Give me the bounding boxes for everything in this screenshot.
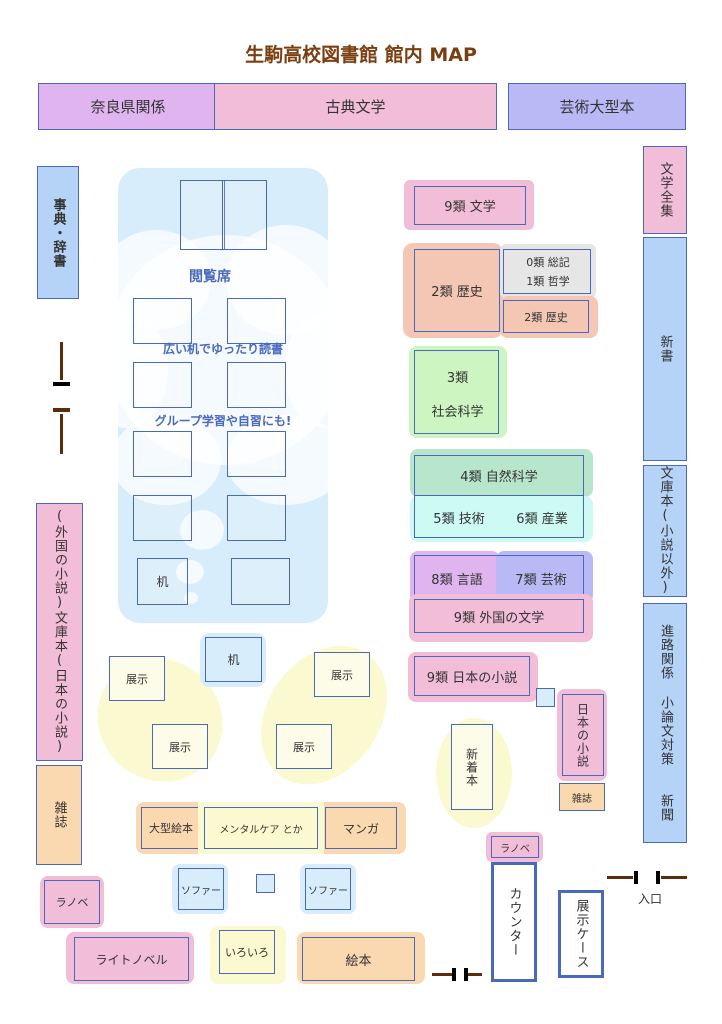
shelf-6-sangyo: 6類 産業 — [516, 511, 568, 527]
shelf-shinsho[interactable]: 新書 — [643, 237, 687, 461]
nihon-shosetsu-bg — [557, 689, 607, 781]
reading-desk — [231, 558, 290, 605]
bottom-door-wall — [432, 973, 452, 976]
shelf-9-gaikoku-bg — [409, 594, 593, 642]
reading-desk — [222, 180, 267, 250]
shelf-9-nihon[interactable]: 9類 日本の小説 — [414, 656, 530, 696]
shelf-nara[interactable]: 奈良県関係 — [38, 83, 218, 130]
reading-line1: 広い机でゆったり読書 — [162, 341, 283, 356]
shelf-4-shizen[interactable]: 4類 自然科学 — [414, 455, 584, 496]
shelf-0-soki: 0類 総記 — [526, 256, 570, 269]
sofa-bg — [300, 864, 356, 914]
shelf-9-nihon-bg — [408, 652, 538, 702]
tenji-display[interactable]: 展示 — [152, 724, 208, 769]
ranobe-bg — [40, 876, 104, 928]
reading-desk — [133, 495, 192, 541]
shelf-mental[interactable]: メンタルケア とか — [204, 807, 318, 849]
reading-desk — [180, 180, 225, 250]
lower-desk: 机 — [205, 637, 262, 682]
shelf-5-6[interactable] — [414, 496, 584, 538]
shelf-2-rekishi-small[interactable]: 2類 歴史 — [503, 300, 589, 333]
shelf-gaikoku-bunko[interactable]: (外国の小説)文庫本(日本の小説) — [36, 503, 83, 761]
left-door-mark — [53, 382, 70, 386]
tenji-case[interactable]: 展示ケース — [558, 890, 604, 978]
shelf-shinro-label: 進路関係 小論文対策 — [658, 624, 673, 766]
shelf-zasshi[interactable]: 雑誌 — [36, 765, 82, 865]
bottom-door-mark — [464, 968, 468, 981]
shelf-3-shakai[interactable]: 3類 社会科学 — [414, 350, 499, 434]
reading-desk — [133, 431, 192, 477]
shelf-bunko-igai[interactable]: 文庫本(小説以外) — [643, 465, 687, 597]
shelf-9-gaikoku[interactable]: 9類 外国の文学 — [414, 599, 584, 633]
shelf-9-bungaku[interactable]: 9類 文学 — [414, 186, 526, 225]
reading-desk — [227, 362, 286, 408]
shelf-ranobe-left[interactable]: ラノベ — [44, 880, 100, 924]
entrance-wall — [607, 876, 633, 879]
shelf-5-6-bg — [410, 496, 593, 542]
shelf-2-rekishi[interactable]: 2類 歴史 — [414, 249, 500, 332]
counter[interactable]: カウンター — [491, 862, 537, 982]
reading-desk — [227, 495, 286, 541]
reading-line2: グループ学習や自習にも! — [154, 413, 292, 428]
shelf-2-rekishi-bg — [403, 243, 503, 338]
shelf-koten[interactable]: 古典文学 — [214, 83, 497, 130]
bottom-door-mark — [452, 968, 456, 981]
shelf-3-bg — [409, 346, 507, 438]
shelf-4-bg — [410, 449, 593, 497]
shelf-5-gijutsu: 5類 技術 — [433, 511, 485, 527]
tenji-display[interactable]: 展示 — [314, 652, 370, 697]
shelf-3-label2: 社会科学 — [431, 404, 484, 420]
reading-desk — [133, 362, 192, 408]
bottom-door-wall — [468, 973, 482, 976]
shelf-shinro[interactable]: 進路関係 小論文対策 新聞 — [643, 603, 687, 843]
left-door-mark — [53, 408, 70, 412]
shelf-ogata-ehon[interactable]: 大型絵本 — [141, 807, 201, 849]
page-title: 生駒高校図書館 館内 MAP — [245, 44, 477, 66]
tenji-display[interactable]: 展示 — [276, 724, 332, 769]
light-novel-bg — [66, 932, 194, 984]
shelf-3-label: 3類 — [446, 370, 469, 386]
reading-desk — [133, 298, 192, 344]
shelf-0-1[interactable]: 0類 総記 1類 哲学 — [503, 249, 591, 294]
sofa-right[interactable]: ソファー — [305, 868, 351, 910]
entrance-label: 入口 — [637, 891, 662, 906]
mental-bg — [198, 802, 324, 854]
lower-desk-bg — [200, 633, 266, 687]
shelf-ranobe-small[interactable]: ラノベ — [491, 836, 539, 858]
small-table — [536, 688, 555, 707]
shelf-7-geijutsu: 7類 芸術 — [515, 572, 567, 588]
shelf-nihon-shosetsu[interactable]: 日本の小説 — [562, 694, 604, 776]
shelf-1-tetsugaku: 1類 哲学 — [526, 275, 570, 288]
ehon-bg — [297, 932, 425, 984]
shinchaku-shelf[interactable]: 新着本 — [451, 724, 493, 810]
shelf-manga[interactable]: マンガ — [325, 807, 397, 849]
shelf-0-1-bg — [500, 244, 596, 298]
shelf-2-small-bg — [500, 296, 598, 338]
shelf-8-gengo: 8類 言語 — [431, 572, 483, 588]
shelf-bungaku-zenshu[interactable]: 文学全集 — [643, 146, 687, 234]
shelf-ehon[interactable]: 絵本 — [302, 937, 415, 981]
entrance-wall — [661, 876, 687, 879]
shelf-zasshi-small[interactable]: 雑誌 — [559, 783, 605, 811]
sofa-table — [256, 874, 275, 893]
shelf-geijutsu-ogata[interactable]: 芸術大型本 — [508, 83, 686, 130]
shelf-shinbun-label: 新聞 — [658, 794, 673, 822]
reading-desk — [227, 298, 286, 344]
reading-desk — [227, 431, 286, 477]
reading-heading: 閲覧席 — [189, 269, 231, 285]
iroiro-bg — [210, 926, 286, 984]
sofa-bg — [172, 864, 228, 914]
left-door-frame — [60, 342, 63, 380]
shelf-9-bungaku-bg — [404, 180, 534, 230]
tenji-display[interactable]: 展示 — [109, 656, 165, 701]
entrance-mark — [634, 871, 638, 884]
left-door-frame — [60, 414, 63, 454]
sofa-left[interactable]: ソファー — [178, 868, 224, 910]
shelf-iroiro[interactable]: いろいろ — [219, 930, 275, 974]
shelf-jiten[interactable]: 事典・辞書 — [37, 166, 79, 299]
shelf-light-novel[interactable]: ライトノベル — [74, 937, 189, 981]
entrance-mark — [656, 871, 660, 884]
reading-desk-labeled: 机 — [137, 558, 188, 605]
